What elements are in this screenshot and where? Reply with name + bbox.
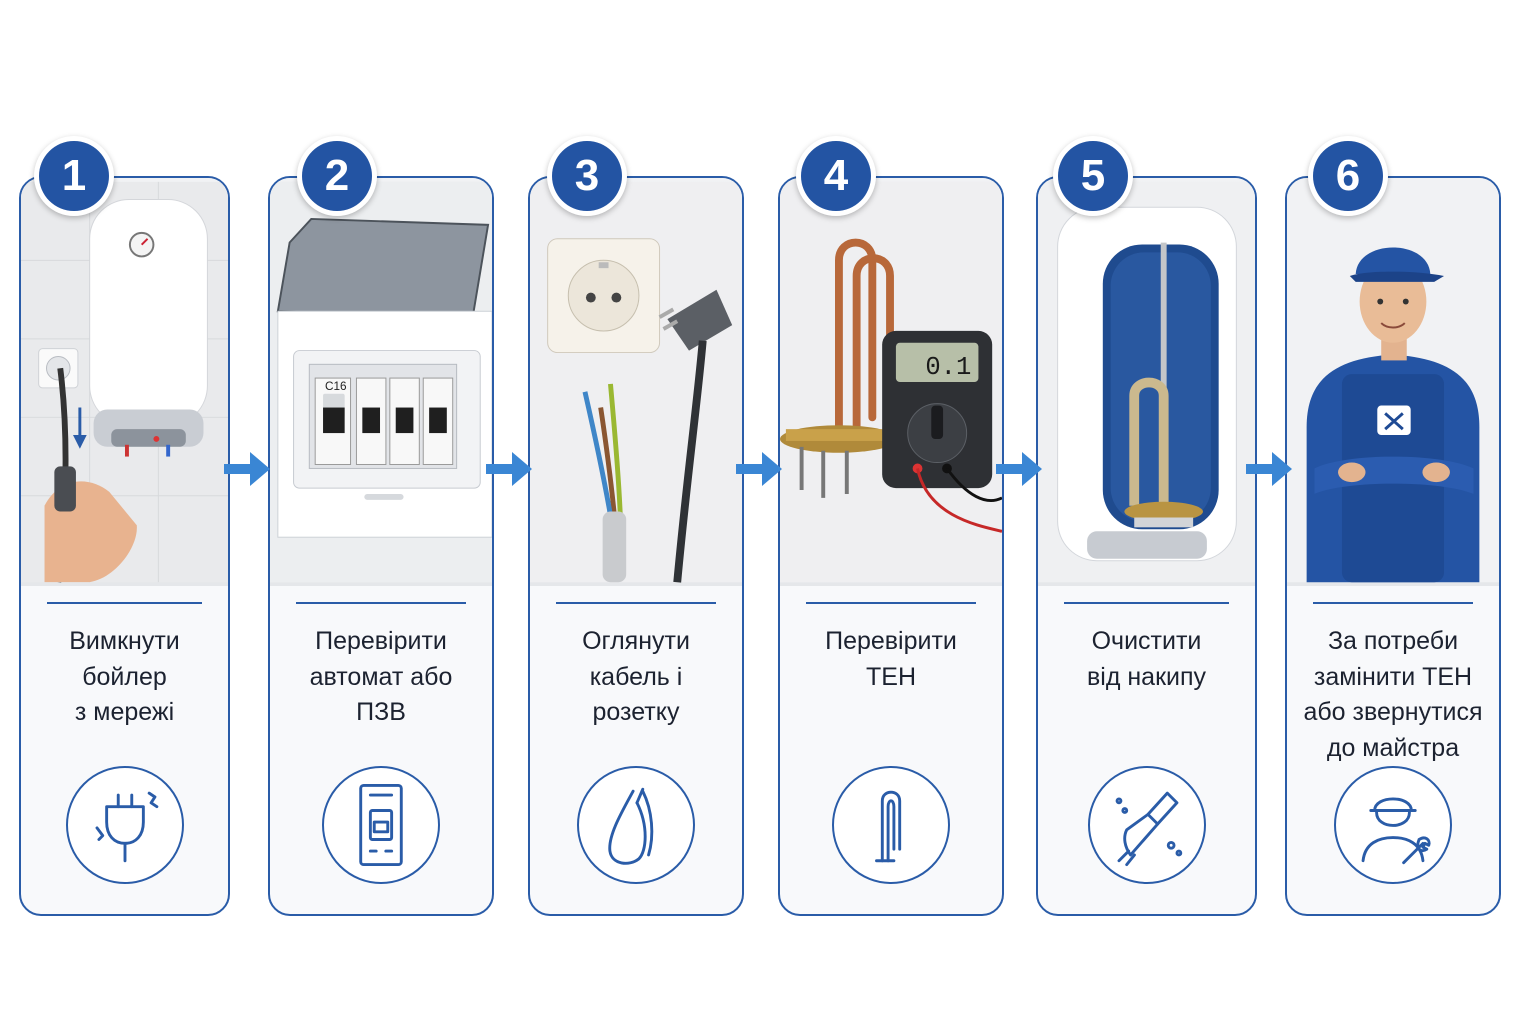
photo-unplug-boiler — [21, 178, 228, 586]
caption-line: ТЕН — [866, 662, 916, 691]
caption-line: Перевірити — [315, 627, 447, 655]
caption-line: кабель і — [589, 662, 683, 691]
step-badge-5: 5 — [1053, 136, 1133, 216]
cable-icon — [577, 766, 695, 884]
caption-line: з мережі — [74, 698, 175, 726]
photo-breaker-panel: C16 — [270, 178, 492, 586]
caption-line: розетку — [592, 698, 680, 726]
step-caption-6: За потреби замінити ТЕН або звернутися д… — [1293, 624, 1493, 766]
caption-line: ПЗВ — [356, 698, 406, 726]
arrow-right-icon — [484, 448, 534, 490]
step-card-4: 0.1 Перевірити ТЕН — [778, 176, 1004, 916]
caption-line: від накипу — [1086, 662, 1207, 691]
divider — [1064, 602, 1229, 604]
brush-icon — [1087, 766, 1206, 884]
arrow-right-icon — [734, 448, 784, 490]
step-number: 5 — [1058, 141, 1128, 211]
step-badge-2: 2 — [297, 136, 377, 216]
arrow-right-icon — [1244, 448, 1294, 490]
step-number: 2 — [302, 141, 372, 211]
step-number: 3 — [552, 141, 622, 211]
step-card-1: Вимкнути бойлер з мережі — [19, 176, 230, 916]
arrow-right-icon — [222, 448, 272, 490]
divider — [296, 602, 466, 604]
step-number: 6 — [1313, 141, 1383, 211]
caption-line: Оглянути — [582, 627, 690, 655]
breaker-rating-label: C16 — [325, 380, 347, 393]
caption-line: до майстра — [1326, 733, 1460, 762]
caption-line: або звернутися — [1303, 698, 1483, 726]
caption-line: замінити ТЕН — [1313, 662, 1473, 691]
step-number: 4 — [801, 141, 871, 211]
caption-line: Перевірити — [825, 627, 957, 655]
step-card-6: За потреби замінити ТЕН або звернутися д… — [1285, 176, 1501, 916]
caption-line: автомат або — [309, 662, 453, 691]
photo-cable-socket — [530, 178, 742, 586]
step-caption-1: Вимкнути бойлер з мережі — [27, 624, 222, 731]
caption-line: Вимкнути — [69, 627, 180, 655]
heating-element-icon — [832, 766, 950, 884]
step-caption-5: Очистити від накипу — [1044, 624, 1249, 695]
divider — [806, 602, 976, 604]
photo-technician — [1287, 178, 1499, 586]
multimeter-reading: 0.1 — [925, 353, 971, 382]
step-badge-3: 3 — [547, 136, 627, 216]
photo-heating-element-multimeter: 0.1 — [780, 178, 1002, 586]
divider — [1313, 602, 1473, 604]
step-number: 1 — [39, 141, 109, 211]
circuit-breaker-icon — [322, 766, 440, 884]
step-badge-1: 1 — [34, 136, 114, 216]
step-caption-2: Перевірити автомат або ПЗВ — [276, 624, 486, 731]
step-caption-3: Оглянути кабель і розетку — [536, 624, 736, 731]
photo-boiler-cleaning — [1038, 178, 1255, 586]
divider — [556, 602, 716, 604]
divider — [47, 602, 202, 604]
step-card-2: C16 Перевірити автомат або ПЗВ — [268, 176, 494, 916]
step-badge-4: 4 — [796, 136, 876, 216]
step-caption-4: Перевірити ТЕН — [786, 624, 996, 695]
step-card-5: Очистити від накипу — [1036, 176, 1257, 916]
caption-line: бойлер — [82, 662, 167, 691]
technician-icon — [1334, 766, 1452, 884]
unplug-icon — [65, 766, 184, 884]
arrow-right-icon — [994, 448, 1044, 490]
step-card-3: Оглянути кабель і розетку — [528, 176, 744, 916]
caption-line: За потреби — [1327, 627, 1459, 655]
step-badge-6: 6 — [1308, 136, 1388, 216]
caption-line: Очистити — [1091, 627, 1202, 655]
